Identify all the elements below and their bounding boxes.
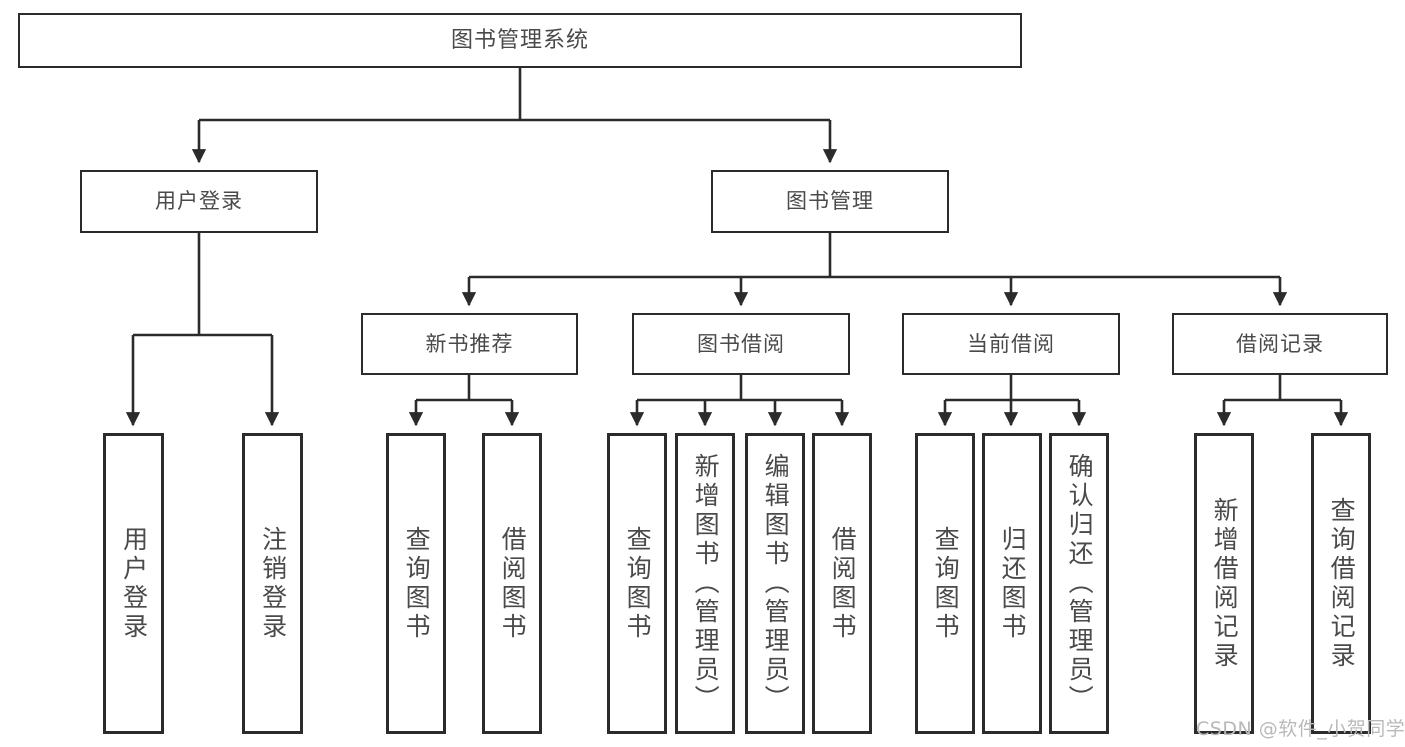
node-leaf-add-record[interactable]: 新增借阅记录 bbox=[1194, 433, 1254, 734]
node-leaf-user-login-label: 用户登录 bbox=[119, 525, 149, 642]
node-new-book-label: 新书推荐 bbox=[425, 331, 514, 356]
node-leaf-query-record[interactable]: 查询借阅记录 bbox=[1311, 433, 1371, 734]
node-leaf-borrow-book-2-label: 借阅图书 bbox=[828, 525, 858, 642]
node-leaf-borrow-book-1[interactable]: 借阅图书 bbox=[482, 433, 542, 734]
node-leaf-logout[interactable]: 注销登录 bbox=[242, 433, 303, 734]
watermark-text: CSDN @软件_小贺同学 bbox=[1196, 718, 1405, 740]
node-leaf-query-book-3-label: 查询图书 bbox=[931, 525, 961, 642]
node-leaf-query-book-3[interactable]: 查询图书 bbox=[915, 433, 975, 734]
node-leaf-borrow-book-2[interactable]: 借阅图书 bbox=[812, 433, 872, 734]
node-book-borrow[interactable]: 图书借阅 bbox=[632, 313, 850, 375]
node-leaf-add-book-label: 新增图书（管理员） bbox=[691, 453, 721, 714]
node-leaf-user-login[interactable]: 用户登录 bbox=[103, 433, 164, 734]
node-leaf-add-book[interactable]: 新增图书（管理员） bbox=[675, 433, 735, 734]
node-leaf-query-book-1[interactable]: 查询图书 bbox=[386, 433, 446, 734]
node-borrow-record[interactable]: 借阅记录 bbox=[1172, 313, 1388, 375]
node-user-login-label: 用户登录 bbox=[155, 189, 243, 214]
node-root-label: 图书管理系统 bbox=[450, 27, 589, 53]
node-new-book[interactable]: 新书推荐 bbox=[361, 313, 578, 375]
node-leaf-confirm-return-label: 确认归还（管理员） bbox=[1065, 453, 1095, 714]
node-leaf-edit-book[interactable]: 编辑图书（管理员） bbox=[745, 433, 805, 734]
node-leaf-return-book-label: 归还图书 bbox=[998, 525, 1028, 642]
node-leaf-query-book-2[interactable]: 查询图书 bbox=[607, 433, 667, 734]
node-current-borrow-label: 当前借阅 bbox=[967, 331, 1055, 356]
node-leaf-confirm-return[interactable]: 确认归还（管理员） bbox=[1049, 433, 1109, 734]
node-leaf-query-book-1-label: 查询图书 bbox=[402, 525, 432, 642]
node-borrow-record-label: 借阅记录 bbox=[1236, 331, 1324, 356]
node-leaf-borrow-book-1-label: 借阅图书 bbox=[498, 525, 528, 642]
node-leaf-query-book-2-label: 查询图书 bbox=[623, 525, 653, 642]
node-leaf-add-record-label: 新增借阅记录 bbox=[1210, 496, 1240, 671]
node-book-manage[interactable]: 图书管理 bbox=[711, 170, 949, 233]
node-book-borrow-label: 图书借阅 bbox=[697, 331, 785, 356]
node-book-manage-label: 图书管理 bbox=[786, 189, 874, 214]
node-current-borrow[interactable]: 当前借阅 bbox=[902, 313, 1120, 375]
node-user-login[interactable]: 用户登录 bbox=[80, 170, 318, 233]
node-leaf-return-book[interactable]: 归还图书 bbox=[982, 433, 1042, 734]
node-leaf-query-record-label: 查询借阅记录 bbox=[1327, 496, 1357, 671]
node-root[interactable]: 图书管理系统 bbox=[18, 13, 1022, 68]
node-leaf-edit-book-label: 编辑图书（管理员） bbox=[761, 453, 791, 714]
node-leaf-logout-label: 注销登录 bbox=[258, 525, 288, 642]
